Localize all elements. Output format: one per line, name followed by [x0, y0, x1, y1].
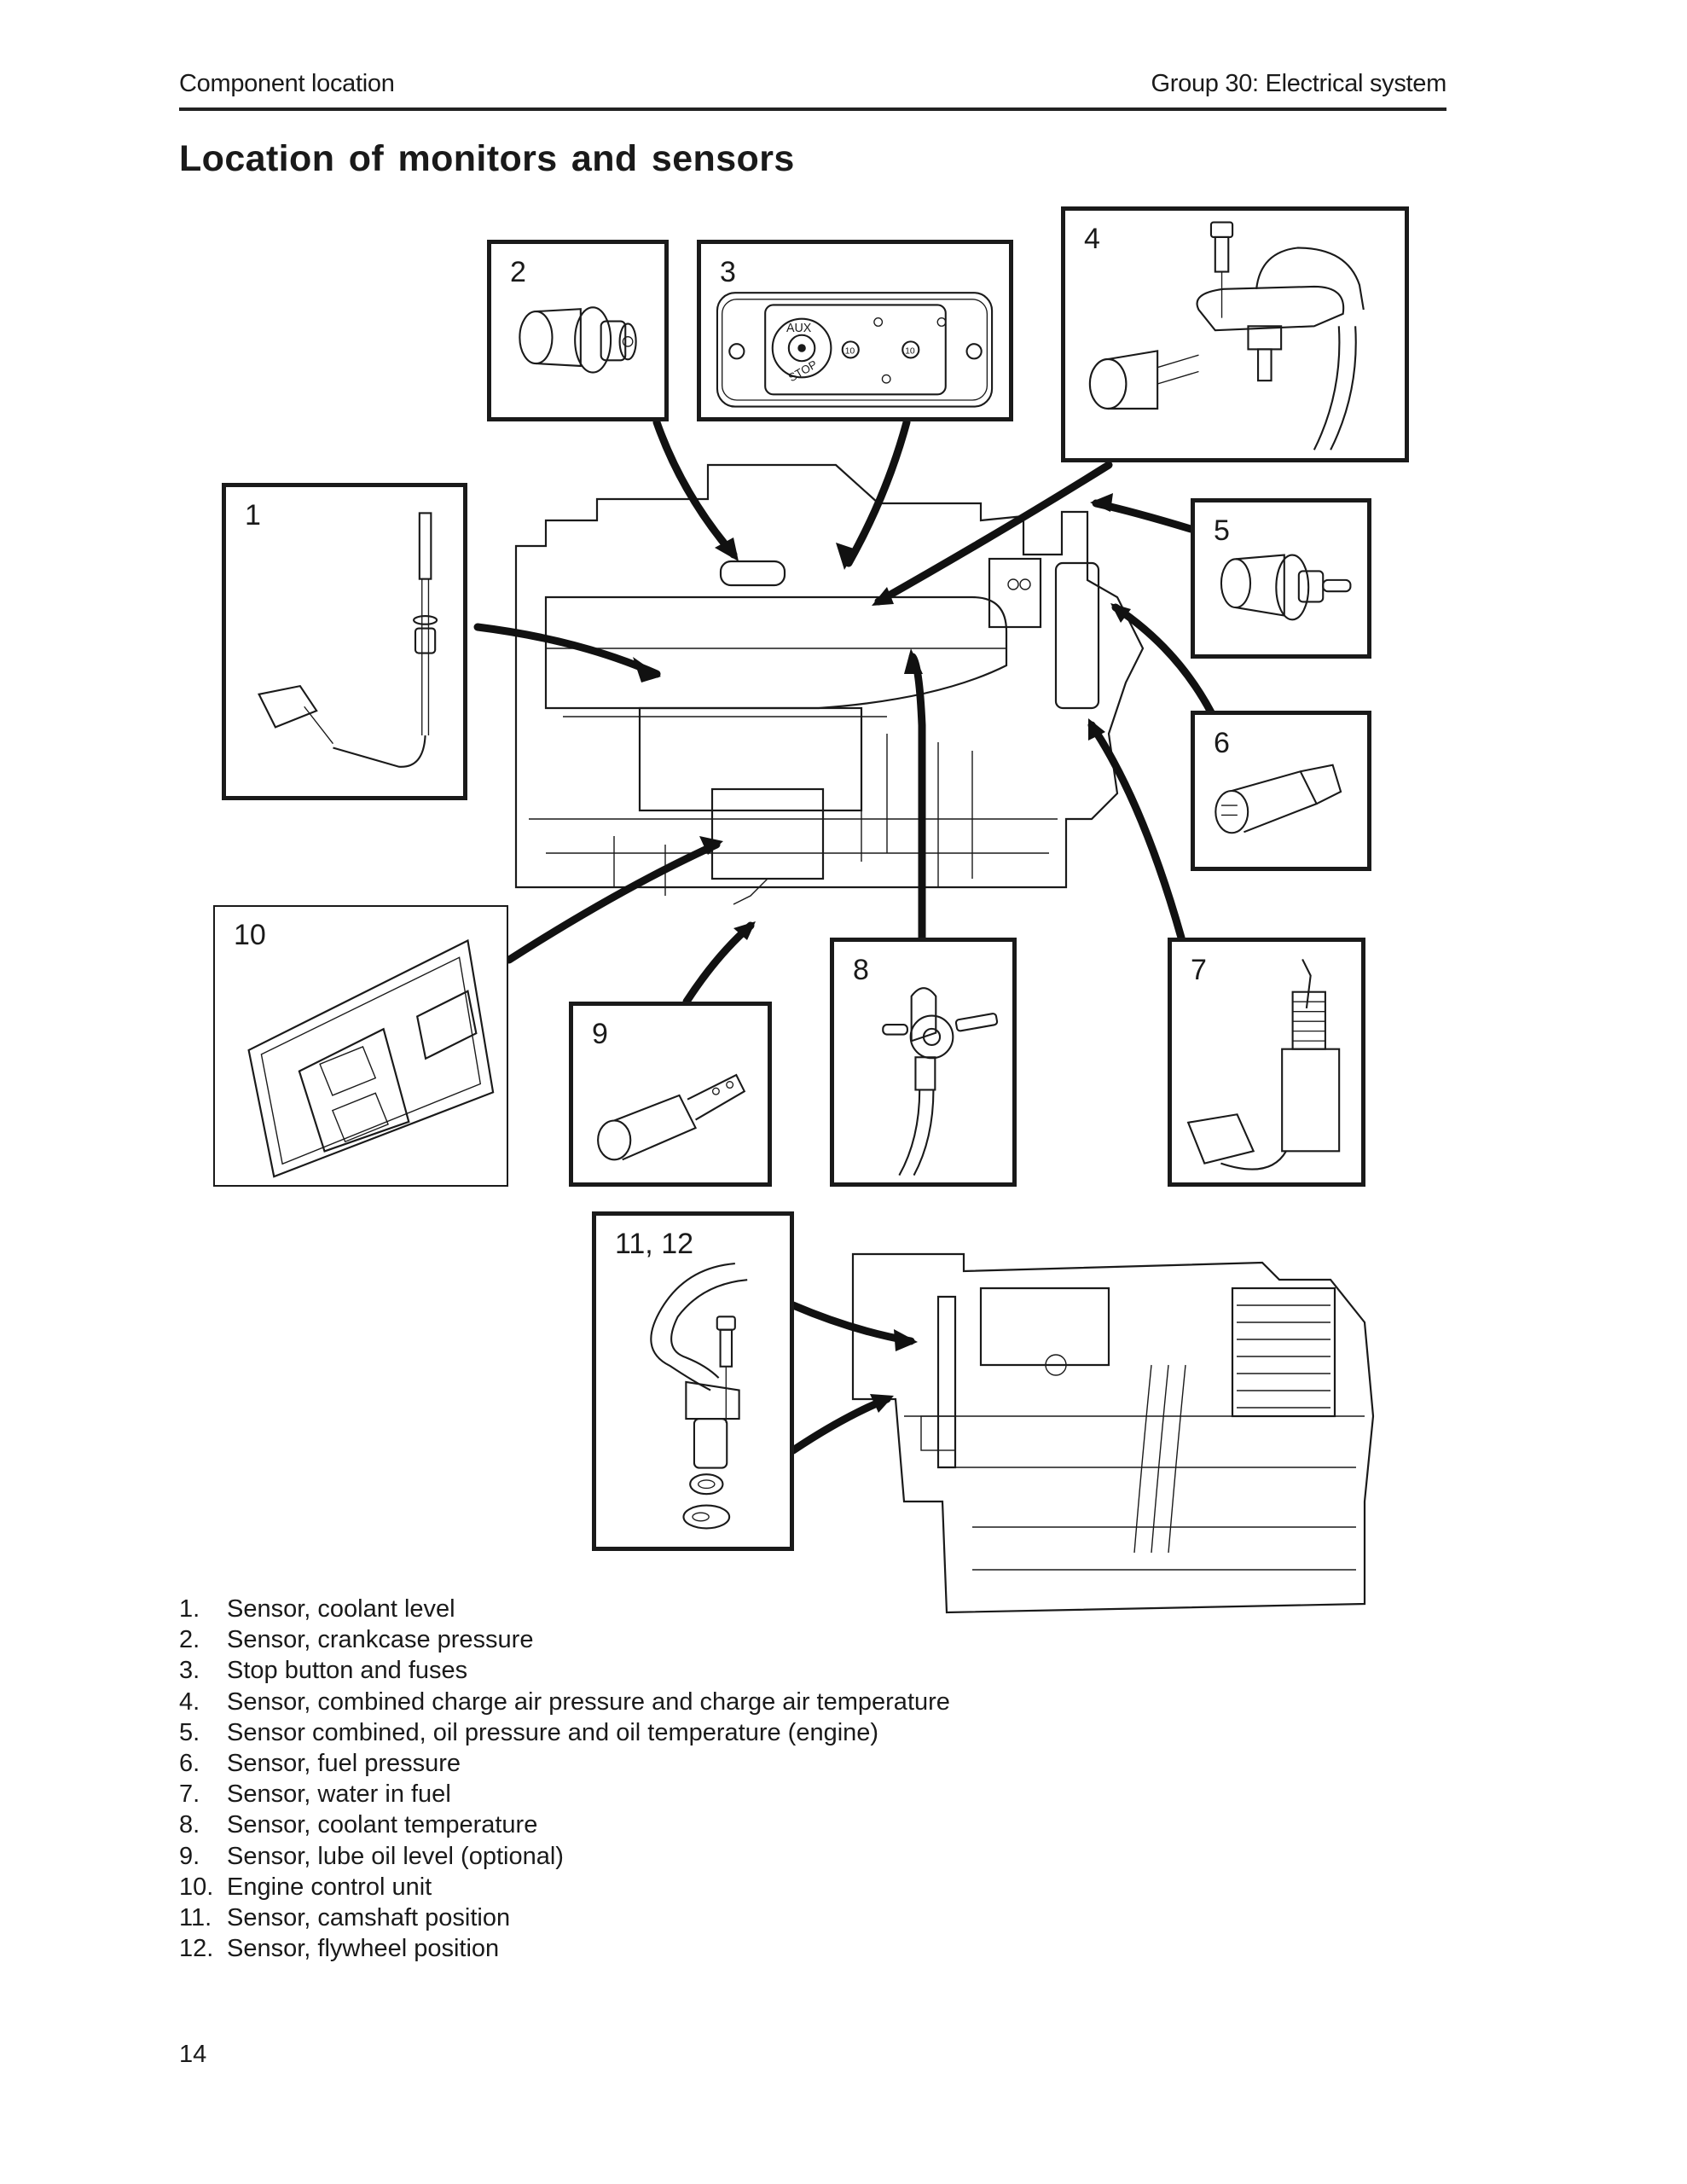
legend-text: Sensor, fuel pressure	[227, 1750, 461, 1778]
legend-text: Sensor, camshaft position	[227, 1904, 511, 1932]
legend-number: 5.	[179, 1718, 200, 1746]
page-number: 14	[179, 2041, 207, 2068]
legend-item: 7. Sensor, water in fuel	[179, 1779, 950, 1809]
header-group-title: Group 30: Electrical system	[1151, 70, 1447, 97]
callout-label: 6	[1214, 727, 1230, 759]
fuse-label: 10	[905, 347, 915, 357]
camshaft-flywheel-sensor-illustration	[650, 1263, 748, 1530]
callout-label: 2	[510, 256, 526, 288]
coolant-temp-sensor-illustration	[882, 987, 999, 1176]
callout-box-10: 10	[213, 905, 508, 1187]
engine-control-unit-illustration	[247, 938, 495, 1178]
stop-button-fuses-illustration: AUX STOP 10 10	[716, 292, 994, 408]
legend-number: 11.	[179, 1904, 212, 1932]
callout-label: 4	[1084, 223, 1100, 255]
legend-item: 10. Engine control unit	[179, 1872, 950, 1902]
legend-text: Sensor combined, oil pressure and oil te…	[227, 1718, 879, 1746]
lube-oil-level-sensor-illustration	[597, 1073, 746, 1161]
legend-text: Sensor, lube oil level (optional)	[227, 1842, 564, 1870]
oil-pressure-temp-sensor-illustration	[1220, 554, 1352, 621]
legend-text: Sensor, combined charge air pressure and…	[227, 1687, 950, 1716]
coolant-level-sensor-illustration	[258, 512, 438, 768]
callout-box-11-12: 11, 12	[592, 1211, 794, 1551]
callout-box-3: 3 AUX STOP 10 10	[697, 240, 1013, 421]
legend-text: Sensor, coolant temperature	[227, 1811, 538, 1839]
charge-air-sensor-illustration	[1088, 221, 1365, 450]
callout-label: 11, 12	[615, 1228, 694, 1260]
legend-number: 2.	[179, 1626, 200, 1654]
callout-arrows	[473, 418, 1215, 1455]
callout-box-9: 9	[569, 1002, 772, 1187]
legend-text: Sensor, crankcase pressure	[227, 1626, 534, 1654]
page-title: Location of monitors and sensors	[179, 138, 795, 179]
legend-number: 8.	[179, 1811, 200, 1839]
legend-item: 9. Sensor, lube oil level (optional)	[179, 1841, 950, 1872]
water-in-fuel-sensor-illustration	[1186, 958, 1341, 1170]
aux-label: AUX	[786, 322, 812, 335]
legend-text: Sensor, water in fuel	[227, 1780, 451, 1809]
legend-text: Sensor, coolant level	[227, 1595, 455, 1623]
legend-number: 7.	[179, 1780, 200, 1809]
callout-box-8: 8	[830, 938, 1017, 1187]
legend-item: 11. Sensor, camshaft position	[179, 1902, 950, 1933]
legend-text: Stop button and fuses	[227, 1657, 468, 1685]
legend-number: 4.	[179, 1687, 200, 1716]
engine-drawing-lower	[851, 1252, 1375, 1614]
callout-label: 1	[245, 499, 261, 531]
component-legend: 1. Sensor, coolant level 2. Sensor, crankc…	[179, 1594, 950, 1964]
legend-number: 12.	[179, 1935, 214, 1963]
legend-item: 4. Sensor, combined charge air pressure a…	[179, 1687, 950, 1717]
callout-box-5: 5	[1191, 498, 1371, 659]
legend-item: 2. Sensor, crankcase pressure	[179, 1624, 950, 1655]
callout-label: 9	[592, 1018, 608, 1050]
callout-label: 7	[1191, 954, 1207, 986]
header-section-title: Component location	[179, 70, 395, 97]
callout-label: 3	[720, 256, 736, 288]
callout-label: 8	[853, 954, 869, 986]
legend-item: 12. Sensor, flywheel position	[179, 1933, 950, 1964]
legend-number: 10.	[179, 1873, 214, 1901]
callout-box-2: 2	[487, 240, 669, 421]
callout-box-1: 1	[222, 483, 467, 800]
legend-number: 6.	[179, 1750, 200, 1778]
fuel-pressure-sensor-illustration	[1215, 764, 1342, 834]
legend-item: 8. Sensor, coolant temperature	[179, 1809, 950, 1840]
callout-box-4: 4	[1061, 206, 1409, 462]
legend-item: 1. Sensor, coolant level	[179, 1594, 950, 1624]
engine-drawing-upper	[514, 463, 1145, 905]
callout-label: 5	[1214, 514, 1230, 547]
legend-number: 9.	[179, 1842, 200, 1870]
legend-text: Engine control unit	[227, 1873, 432, 1901]
crankcase-pressure-sensor-illustration	[519, 306, 637, 374]
header-rule	[179, 107, 1446, 111]
legend-text: Sensor, flywheel position	[227, 1935, 500, 1963]
legend-item: 6. Sensor, fuel pressure	[179, 1748, 950, 1779]
legend-number: 1.	[179, 1595, 200, 1623]
fuse-label: 10	[845, 347, 855, 357]
callout-box-6: 6	[1191, 711, 1371, 871]
callout-box-7: 7	[1168, 938, 1365, 1187]
legend-number: 3.	[179, 1657, 200, 1685]
callout-label: 10	[234, 919, 266, 951]
legend-item: 3. Stop button and fuses	[179, 1655, 950, 1686]
legend-item: 5. Sensor combined, oil pressure and oil …	[179, 1717, 950, 1748]
